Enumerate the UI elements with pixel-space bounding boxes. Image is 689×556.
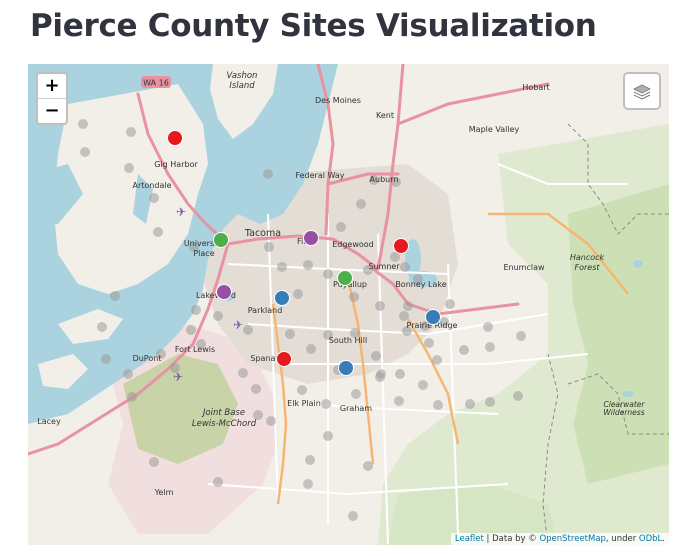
trunk-roads (271, 212, 629, 505)
label-university: University (184, 239, 225, 248)
label-gig-harbor: Gig Harbor (154, 160, 198, 169)
odbl-link[interactable]: ODbL (638, 534, 663, 544)
label-vashon: Vashon (227, 71, 258, 81)
attribution-under: , under (605, 534, 639, 544)
airport-icon: ✈ (233, 318, 243, 332)
label-parkland: Parkland (248, 306, 283, 315)
mountain-lake (633, 260, 643, 268)
label-joint-base: Joint Base (201, 408, 245, 418)
label-enumclaw: Enumclaw (503, 263, 545, 272)
label-maple-valley: Maple Valley (469, 125, 520, 134)
label-dupont: DuPont (133, 354, 162, 363)
leaflet-link[interactable]: Leaflet (454, 534, 484, 544)
grey-site-markers[interactable] (78, 119, 526, 521)
label-federal-way: Federal Way (295, 171, 344, 180)
label-bonney-lake: Bonney Lake (395, 280, 446, 289)
label-auburn: Auburn (370, 175, 399, 184)
label-hobart: Hobart (522, 83, 549, 92)
layers-icon (633, 84, 651, 100)
boundary-line (542, 353, 559, 545)
label-forest: Forest (574, 263, 600, 272)
openstreetmap-link[interactable]: OpenStreetMap (539, 534, 606, 544)
marker-red-gig-harbor[interactable] (167, 130, 183, 146)
label-hancock: Hancock (570, 253, 605, 262)
boundary-line (567, 373, 669, 435)
airport-icon: ✈ (173, 370, 183, 384)
label-spanaway: Spanaway (250, 354, 291, 363)
zoom-control: + − (36, 72, 68, 125)
attribution-end: . (662, 534, 665, 544)
marker-blue-prairie-ridge[interactable] (425, 309, 441, 325)
map-tiles[interactable]: ✈ ✈ ✈ WA 16 Vashon Island Des Moines Ken… (28, 64, 669, 545)
place-labels: Vashon Island Des Moines Kent Hobart Map… (37, 71, 645, 497)
label-south-hill: South Hill (329, 336, 367, 345)
layers-button[interactable] (623, 72, 661, 110)
marker-blue-south-hill[interactable] (338, 360, 354, 376)
gig-harbor-bay (133, 174, 153, 224)
label-puyallup: Puyallup (333, 280, 367, 289)
fox-island (58, 309, 123, 344)
map-container[interactable]: ✈ ✈ ✈ WA 16 Vashon Island Des Moines Ken… (28, 64, 669, 545)
label-lacey: Lacey (37, 417, 61, 426)
label-lakewood: Lakewood (196, 291, 236, 300)
label-kent: Kent (376, 111, 394, 120)
label-tacoma: Tacoma (244, 228, 281, 239)
label-graham: Graham (340, 404, 372, 413)
wa16-label: WA 16 (143, 79, 169, 88)
map-attribution: Leaflet | Data by © OpenStreetMap, under… (450, 533, 669, 545)
wilderness-lake (622, 391, 634, 397)
marker-green-puyallup[interactable] (337, 270, 353, 286)
marker-purple-lakewood[interactable] (216, 284, 232, 300)
marker-red-spanaway[interactable] (276, 351, 292, 367)
park-area (388, 484, 558, 545)
label-sumner: Sumner (368, 262, 400, 271)
anderson-island (38, 354, 88, 389)
site-markers[interactable] (167, 130, 441, 376)
marker-green-university-place[interactable] (213, 232, 229, 248)
label-place: Place (193, 249, 214, 258)
zoom-out-button[interactable]: − (38, 98, 66, 123)
label-yelm: Yelm (154, 488, 174, 497)
label-wilderness: Wilderness (603, 408, 644, 417)
vashon-island (210, 64, 278, 139)
label-fort-lewis: Fort Lewis (175, 345, 215, 354)
label-clearwater: Clearwater (604, 400, 646, 409)
carr-inlet (28, 164, 83, 229)
wa16-shield (141, 76, 171, 88)
marker-red-edgewood[interactable] (393, 238, 409, 254)
label-edgewood: Edgewood (332, 240, 374, 249)
airport-icon: ✈ (176, 205, 186, 219)
marker-blue-parkland[interactable] (274, 290, 290, 306)
boundary-line (567, 123, 669, 235)
marker-purple-fife[interactable] (303, 230, 319, 246)
motorways (28, 64, 550, 456)
label-prairie-ridge: Prairie Ridge (407, 321, 458, 330)
attribution-sep: | Data by © (483, 534, 540, 544)
national-forest-area (568, 184, 669, 484)
label-artondale: Artondale (133, 181, 172, 190)
label-des-moines: Des Moines (315, 96, 361, 105)
label-island: Island (229, 81, 255, 91)
zoom-in-button[interactable]: + (44, 75, 60, 96)
label-lewis-mcchord: Lewis-McChord (192, 419, 257, 429)
page-title: Pierce County Sites Visualization (30, 8, 597, 44)
label-elk-plain: Elk Plain (287, 399, 321, 408)
